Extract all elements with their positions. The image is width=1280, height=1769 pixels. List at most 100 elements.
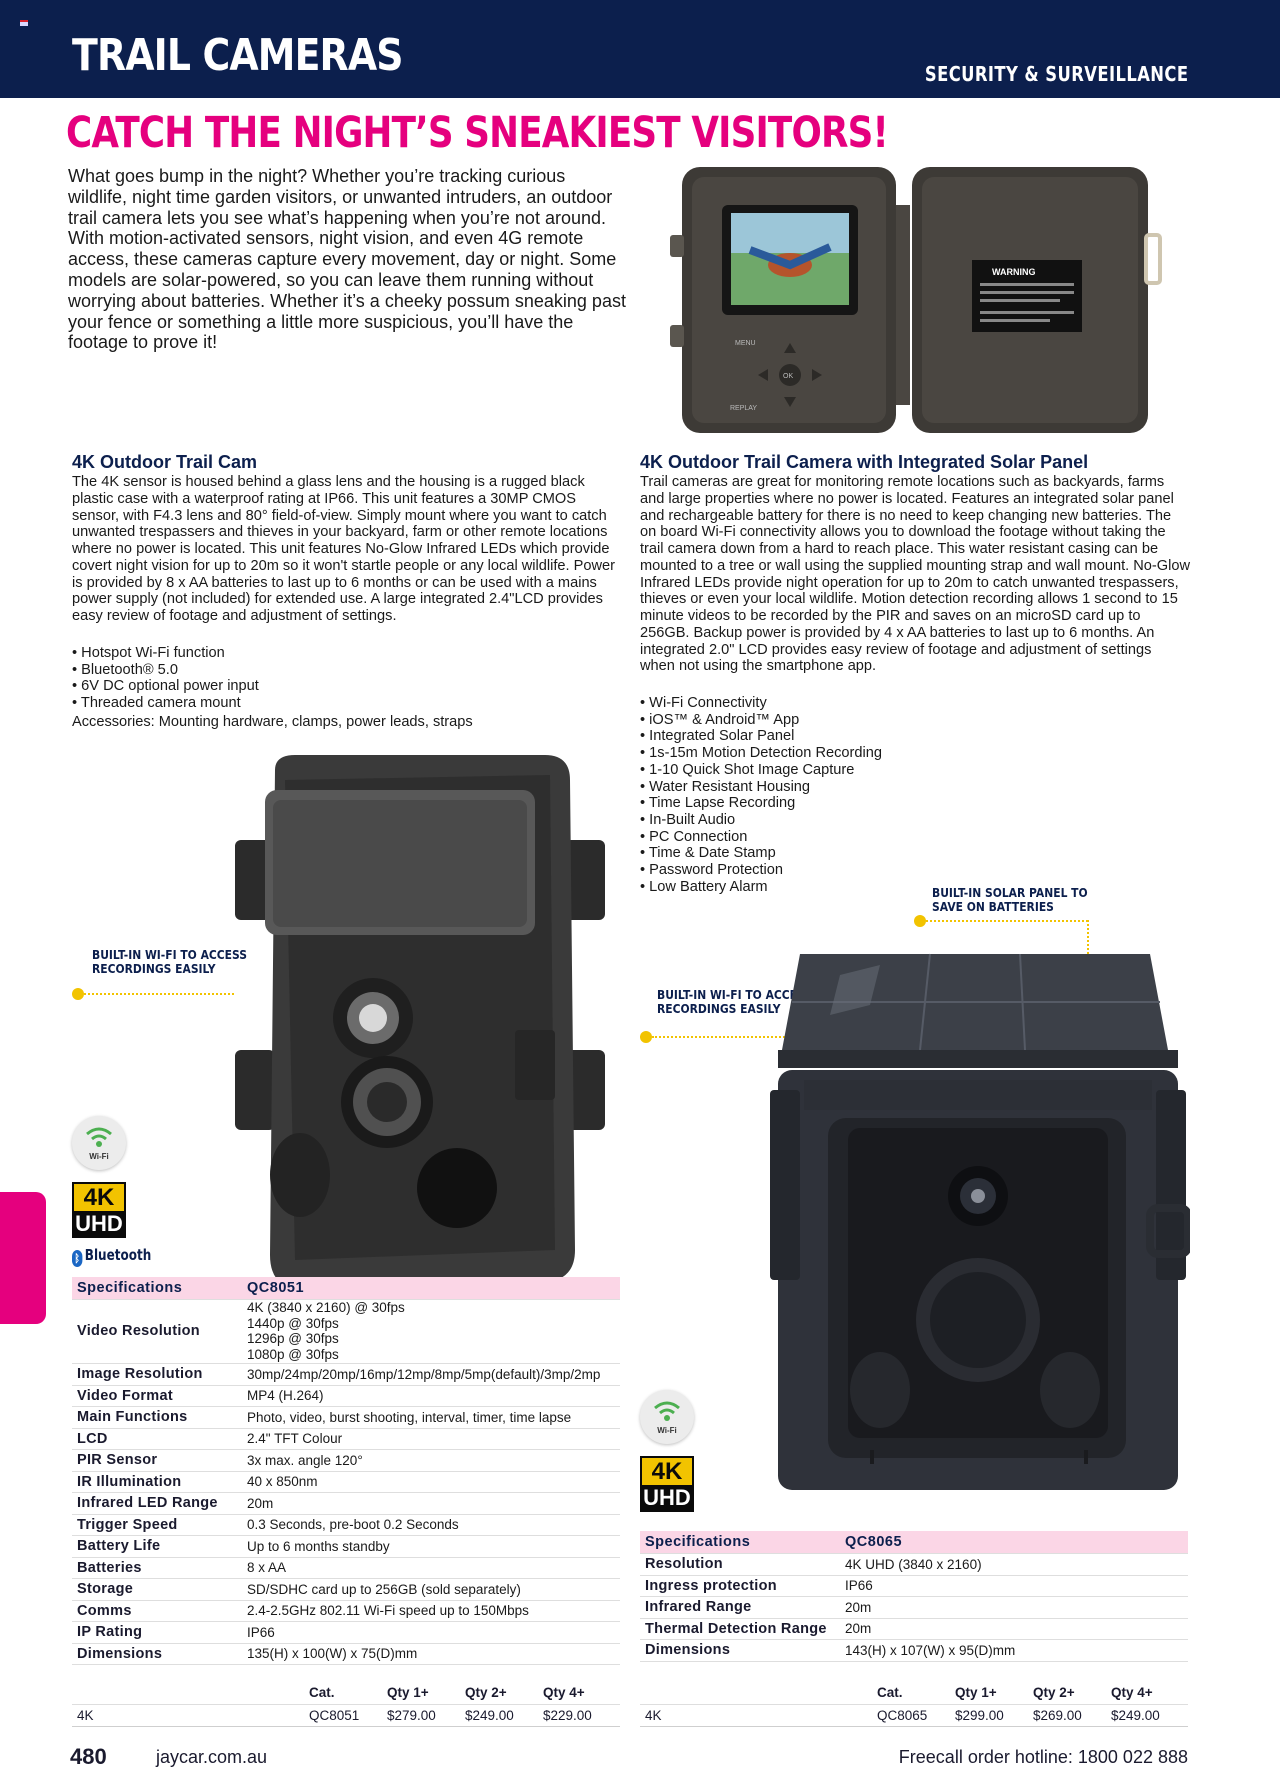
spec-key: Video Resolution xyxy=(72,1299,242,1364)
price-row: 4K QC8051 $279.00 $249.00 $229.00 xyxy=(72,1704,620,1727)
feature-item: PC Connection xyxy=(640,829,1040,846)
spec-table-qc8051: Specifications QC8051 Video Resolution 4… xyxy=(72,1277,620,1665)
spec-value: 20m xyxy=(242,1492,620,1515)
callout-dot xyxy=(72,988,84,1000)
spec-value: 40 x 850nm xyxy=(242,1471,620,1493)
trail-cam-qc8065-photo xyxy=(770,953,1190,1490)
site-url[interactable]: jaycar.com.au xyxy=(156,1747,268,1767)
callout-dot xyxy=(914,915,926,927)
wifi-icon xyxy=(86,1127,112,1147)
price-col-qty2: Qty 2+ xyxy=(460,1682,538,1705)
uhd-label: UHD xyxy=(75,1211,123,1236)
wifi-badge: Wi-Fi xyxy=(72,1116,126,1170)
price-qty4: $229.00 xyxy=(538,1704,620,1727)
bluetooth-icon: ᛒ xyxy=(72,1250,83,1267)
spec-value: 8 x AA xyxy=(242,1557,620,1579)
price-table-qc8065: Cat. Qty 1+ Qty 2+ Qty 4+ 4K QC8065 $299… xyxy=(640,1682,1188,1727)
replay-button-label: REPLAY xyxy=(730,405,757,412)
spec-value-line: 1296p @ 30fps xyxy=(247,1331,339,1346)
spec-key: Batteries xyxy=(72,1557,242,1579)
feature-item: 6V DC optional power input xyxy=(72,678,472,695)
spec-value: 4K (3840 x 2160) @ 30fps 1440p @ 30fps 1… xyxy=(242,1299,620,1364)
feature-item: 1s-15m Motion Detection Recording xyxy=(640,745,1040,762)
price-col-cat: Cat. xyxy=(304,1682,382,1705)
spec-value: MP4 (H.264) xyxy=(242,1385,620,1407)
price-col-empty xyxy=(640,1682,872,1705)
spec-header-cat: QC8051 xyxy=(242,1277,620,1300)
trail-cam-qc8051-photo xyxy=(235,755,605,1290)
feature-item: Threaded camera mount xyxy=(72,695,472,712)
spec-value: 2.4-2.5GHz 802.11 Wi-Fi speed up to 150M… xyxy=(242,1600,620,1622)
spec-key: Ingress protection xyxy=(640,1575,840,1597)
price-cat-number[interactable]: QC8051 xyxy=(304,1704,382,1727)
flag-icon xyxy=(20,20,28,26)
bluetooth-label: Bluetooth xyxy=(84,1246,152,1264)
price-qty4: $249.00 xyxy=(1106,1704,1188,1727)
headline: CATCH THE NIGHT’S SNEAKIEST VISITORS! xyxy=(66,108,889,158)
price-col-qty4: Qty 4+ xyxy=(538,1682,620,1705)
spec-key: Main Functions xyxy=(72,1406,242,1429)
price-qty1: $279.00 xyxy=(382,1704,460,1727)
spec-value-line: 1440p @ 30fps xyxy=(247,1315,339,1331)
spec-key: Thermal Detection Range xyxy=(640,1618,840,1640)
price-col-qty2: Qty 2+ xyxy=(1028,1682,1106,1705)
product2-description: Trail cameras are great for monitoring r… xyxy=(640,474,1190,675)
wifi-callout: BUILT-IN WI-FI TO ACCESS RECORDINGS EASI… xyxy=(657,987,813,1016)
feature-item: Time & Date Stamp xyxy=(640,845,1040,862)
feature-item: Wi-Fi Connectivity xyxy=(640,695,1040,712)
uhd-label: UHD xyxy=(643,1485,691,1510)
price-variant: 4K xyxy=(72,1704,304,1727)
wifi-badge-label: Wi-Fi xyxy=(89,1152,109,1161)
callout-leader xyxy=(84,993,234,995)
order-hotline[interactable]: Freecall order hotline: 1800 022 888 xyxy=(898,1747,1188,1767)
price-col-qty1: Qty 1+ xyxy=(382,1682,460,1705)
spec-key: PIR Sensor xyxy=(72,1449,242,1472)
price-variant: 4K xyxy=(640,1704,872,1727)
wifi-badge: Wi-Fi xyxy=(640,1390,694,1444)
callout-leader xyxy=(926,920,1088,922)
warning-label: WARNING xyxy=(992,267,1036,277)
feature-item: Bluetooth® 5.0 xyxy=(72,662,472,679)
spec-value: 0.3 Seconds, pre-boot 0.2 Seconds xyxy=(242,1514,620,1536)
spec-key: Trigger Speed xyxy=(72,1514,242,1536)
spec-key: Infrared Range xyxy=(640,1596,840,1619)
spec-value: 2.4" TFT Colour xyxy=(242,1428,620,1450)
price-col-empty xyxy=(72,1682,304,1705)
spec-value: 30mp/24mp/20mp/16mp/12mp/8mp/5mp(default… xyxy=(242,1363,620,1386)
feature-item: Water Resistant Housing xyxy=(640,779,1040,796)
price-qty2: $269.00 xyxy=(1028,1704,1106,1727)
spec-value-line: 1080p @ 30fps xyxy=(247,1346,339,1362)
open-camera-photo: MENU OK REPLAY WARNING xyxy=(650,165,1170,435)
feature-item: In-Built Audio xyxy=(640,812,1040,829)
feature-item: iOS™ & Android™ App xyxy=(640,712,1040,729)
spec-value: 135(H) x 100(W) x 75(D)mm xyxy=(242,1643,620,1665)
spec-key: Video Format xyxy=(72,1385,242,1407)
spec-value: 20m xyxy=(840,1596,1188,1619)
spec-key: Comms xyxy=(72,1600,242,1622)
callout-dot xyxy=(640,1031,652,1043)
spec-value: 20m xyxy=(840,1618,1188,1640)
feature-item: Time Lapse Recording xyxy=(640,795,1040,812)
spec-key: Dimensions xyxy=(640,1639,840,1662)
price-col-qty4: Qty 4+ xyxy=(1106,1682,1188,1705)
spec-key: Resolution xyxy=(640,1553,840,1576)
product1-description: The 4K sensor is housed behind a glass l… xyxy=(72,474,616,624)
feature-item: Integrated Solar Panel xyxy=(640,728,1040,745)
price-col-cat: Cat. xyxy=(872,1682,950,1705)
price-col-qty1: Qty 1+ xyxy=(950,1682,1028,1705)
product2-features: Wi-Fi Connectivity iOS™ & Android™ App I… xyxy=(640,695,1040,895)
price-cat-number[interactable]: QC8065 xyxy=(872,1704,950,1727)
product1-features: Hotspot Wi-Fi function Bluetooth® 5.0 6V… xyxy=(72,645,472,712)
spec-value: 143(H) x 107(W) x 95(D)mm xyxy=(840,1639,1188,1662)
price-row: 4K QC8065 $299.00 $269.00 $249.00 xyxy=(640,1704,1188,1727)
feature-item: Low Battery Alarm xyxy=(640,879,1040,896)
section-label: SECURITY & SURVEILLANCE xyxy=(924,62,1188,86)
4k-uhd-badge: 4K UHD xyxy=(72,1182,126,1238)
product1-title: 4K Outdoor Trail Cam xyxy=(72,452,258,472)
spec-key: LCD xyxy=(72,1428,242,1450)
product2-title: 4K Outdoor Trail Camera with Integrated … xyxy=(640,452,1089,472)
spec-key: Infrared LED Range xyxy=(72,1492,242,1515)
spec-value: IP66 xyxy=(840,1575,1188,1597)
